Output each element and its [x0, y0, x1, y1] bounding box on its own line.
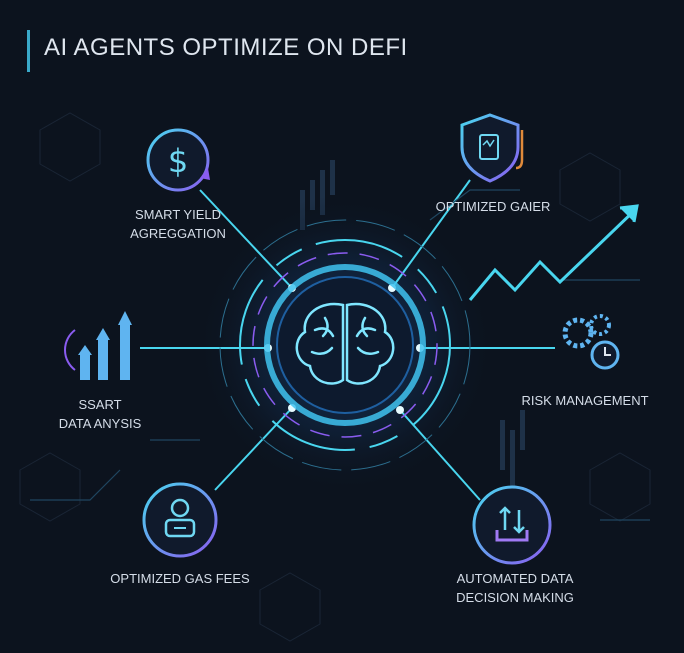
connector-lines: [140, 179, 555, 501]
label-gas-fees: OPTIMIZED GAS FEES: [110, 569, 249, 588]
label-optimized-gaier: OPTIMIZED GAIER: [436, 197, 551, 216]
automation-arrows-icon: [472, 485, 552, 565]
trend-chart-icon: [468, 204, 639, 301]
label-line: AGREGGATION: [130, 226, 226, 241]
label-automated-decision: AUTOMATED DATA DECISION MAKING: [456, 569, 574, 607]
label-line: SSART: [78, 397, 122, 412]
hex-background: [19, 112, 651, 642]
data-rings: [219, 219, 471, 471]
label-data-analysis: SSART DATA ANYSIS: [59, 395, 142, 433]
label-smart-yield: SMART YIELD AGREGGATION: [130, 205, 226, 243]
label-line: SMART YIELD: [135, 207, 221, 222]
bar-arrows-up-icon: [64, 311, 132, 380]
title-accent-bar: [27, 30, 30, 72]
label-line: DECISION MAKING: [456, 590, 574, 605]
circuit-traces: [30, 189, 650, 521]
label-line: OPTIMIZED GAS FEES: [110, 571, 250, 586]
svg-text:$: $: [168, 142, 188, 180]
label-line: AUTOMATED DATA: [456, 571, 574, 586]
label-line: RISK MANAGEMENT: [521, 393, 649, 408]
shield-fuel-pump-icon: [460, 113, 524, 183]
label-line: DATA ANYSIS: [58, 416, 142, 431]
label-line: OPTIMIZED GAIER: [435, 199, 551, 214]
dollar-cycle-icon: $: [146, 128, 210, 192]
brain-icon: [295, 302, 395, 385]
label-risk-management: RISK MANAGEMENT: [521, 391, 648, 410]
user-badge-icon: [142, 482, 218, 558]
page-title: AI AGENTS OPTIMIZE ON DEFI: [44, 34, 408, 61]
gears-clock-icon: [562, 314, 620, 370]
